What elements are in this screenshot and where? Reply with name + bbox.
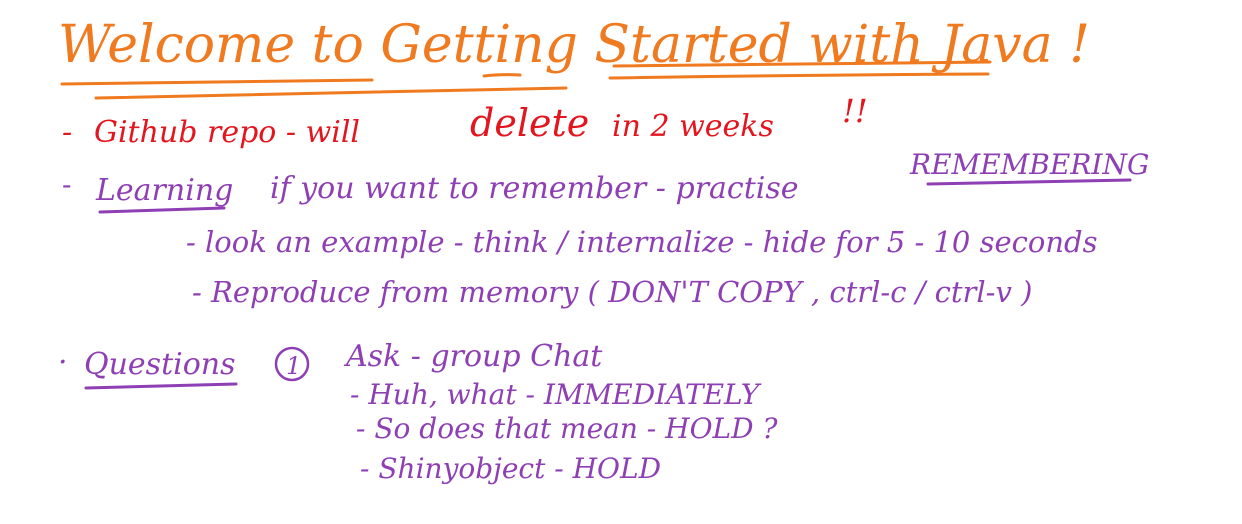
learning-emphasis: REMEMBERING	[909, 148, 1149, 181]
note-github: - Github repo - will delete in 2 weeks !…	[62, 92, 868, 150]
remembering-underline	[926, 178, 1132, 186]
questions-sub-2: - So does that mean - HOLD ?	[356, 412, 778, 445]
bullet: -	[62, 115, 72, 150]
title-underline-getting	[482, 73, 522, 78]
github-rest: in 2 weeks	[612, 109, 774, 144]
questions-underline	[84, 382, 238, 390]
title-underline-welcome	[60, 78, 374, 86]
learning-sub-2: - Reproduce from memory ( DON'T COPY , c…	[192, 275, 1032, 309]
github-text: Github repo - will	[94, 115, 360, 150]
title-underline-long-2	[608, 72, 990, 80]
number-circle	[274, 346, 310, 382]
github-emphasis: delete	[470, 101, 589, 145]
questions-text: Ask - group Chat	[343, 339, 603, 374]
bullet: -	[62, 168, 71, 201]
questions-label: Questions	[84, 347, 236, 382]
title-underline-long-1	[94, 86, 568, 100]
learning-label: Learning	[95, 173, 233, 208]
questions-sub-3: - Shinyobject - HOLD	[360, 452, 661, 485]
page-title: Welcome to Getting Started with Java !	[58, 15, 1090, 75]
note-questions: · Questions 1 Ask - group Chat - Huh, wh…	[58, 339, 778, 485]
questions-number: 1	[286, 352, 301, 380]
github-bang: !!	[842, 92, 868, 130]
title-underline-started	[612, 60, 992, 68]
questions-sub-1: - Huh, what - IMMEDIATELY	[350, 378, 762, 411]
bullet: ·	[58, 345, 68, 380]
learning-underline	[98, 206, 226, 214]
learning-sub-1: - look an example - think / internalize …	[186, 225, 1097, 259]
learning-text: if you want to remember - practise	[270, 171, 799, 206]
note-learning: - Learning if you want to remember - pra…	[62, 148, 1149, 309]
